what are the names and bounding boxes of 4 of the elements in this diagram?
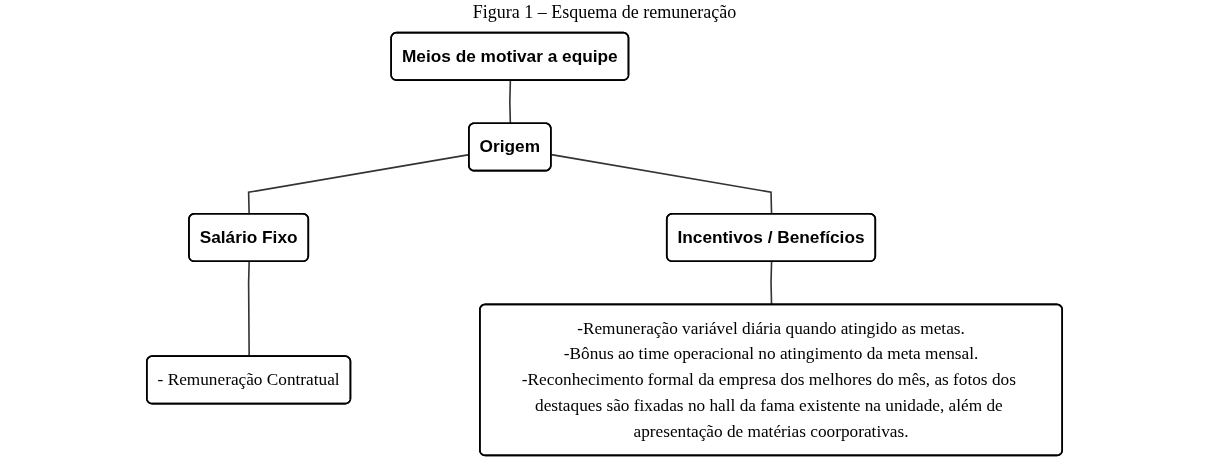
connector [247, 261, 250, 358]
figure-title: Figura 1 – Esquema de remuneração [472, 2, 737, 22]
connector [770, 261, 773, 306]
connector [509, 79, 512, 125]
